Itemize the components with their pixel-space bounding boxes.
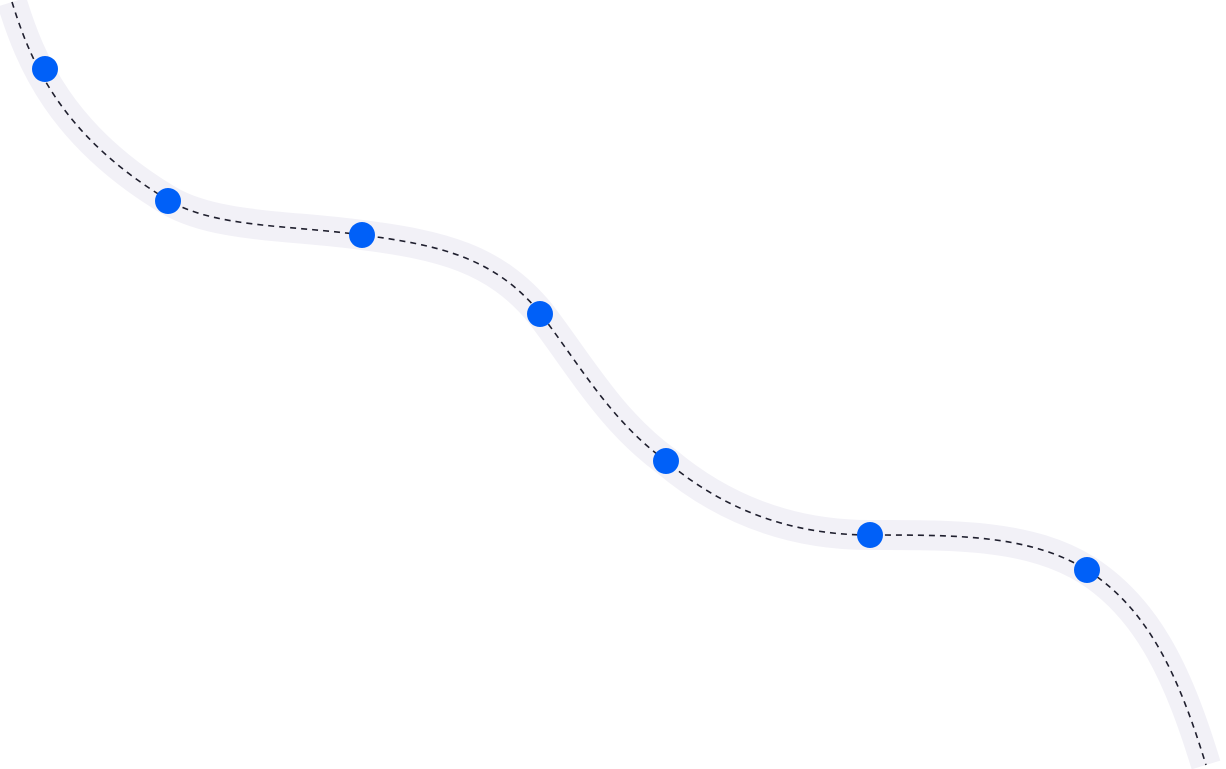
milestone-3[interactable] bbox=[349, 222, 375, 248]
milestone-5[interactable] bbox=[653, 448, 679, 474]
milestone-7[interactable] bbox=[1074, 557, 1100, 583]
milestone-1[interactable] bbox=[32, 56, 58, 82]
milestone-2[interactable] bbox=[155, 188, 181, 214]
milestone-4[interactable] bbox=[527, 301, 553, 327]
milestones bbox=[32, 56, 1100, 583]
milestone-6[interactable] bbox=[857, 522, 883, 548]
